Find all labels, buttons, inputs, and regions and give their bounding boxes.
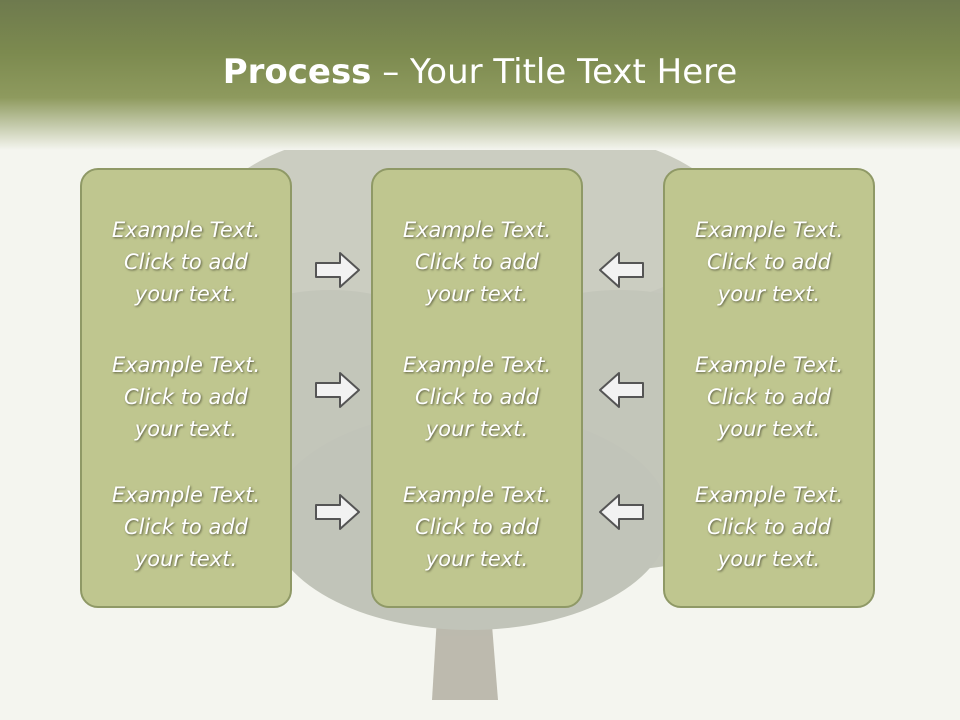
text-line: Example Text. <box>402 483 552 507</box>
title-rest: – Your Title Text Here <box>371 52 738 92</box>
text-block[interactable]: Example Text. Click to add your text. <box>82 349 290 445</box>
text-line: Example Text. <box>111 353 261 377</box>
text-block[interactable]: Example Text. Click to add your text. <box>373 479 581 575</box>
text-line: your text. <box>134 417 238 441</box>
text-line: your text. <box>134 282 238 306</box>
text-line: your text. <box>425 417 529 441</box>
text-line: Example Text. <box>402 218 552 242</box>
text-line: Example Text. <box>694 218 844 242</box>
text-line: your text. <box>425 547 529 571</box>
arrow-right-icon <box>315 252 360 288</box>
text-block[interactable]: Example Text. Click to add your text. <box>665 349 873 445</box>
text-panel-left[interactable]: Example Text. Click to add your text. Ex… <box>80 168 292 608</box>
text-panel-center[interactable]: Example Text. Click to add your text. Ex… <box>371 168 583 608</box>
arrow-right-icon <box>315 372 360 408</box>
text-block[interactable]: Example Text. Click to add your text. <box>665 479 873 575</box>
text-panel-right[interactable]: Example Text. Click to add your text. Ex… <box>663 168 875 608</box>
text-line: Click to add <box>706 250 831 274</box>
text-line: Example Text. <box>694 483 844 507</box>
text-line: Example Text. <box>694 353 844 377</box>
text-line: Example Text. <box>111 218 261 242</box>
title-bar <box>0 0 960 150</box>
arrow-left-icon <box>599 252 644 288</box>
text-line: your text. <box>134 547 238 571</box>
text-block[interactable]: Example Text. Click to add your text. <box>373 349 581 445</box>
text-line: Click to add <box>414 515 539 539</box>
text-line: your text. <box>717 417 821 441</box>
text-block[interactable]: Example Text. Click to add your text. <box>82 479 290 575</box>
text-line: Click to add <box>706 515 831 539</box>
arrow-left-icon <box>599 372 644 408</box>
text-line: Click to add <box>706 385 831 409</box>
text-line: your text. <box>717 547 821 571</box>
text-line: Click to add <box>414 385 539 409</box>
text-line: Click to add <box>123 385 248 409</box>
slide-title[interactable]: Process – Your Title Text Here <box>0 52 960 92</box>
arrow-right-icon <box>315 494 360 530</box>
text-line: Example Text. <box>402 353 552 377</box>
text-line: Click to add <box>414 250 539 274</box>
text-block[interactable]: Example Text. Click to add your text. <box>82 214 290 310</box>
text-line: your text. <box>717 282 821 306</box>
text-line: your text. <box>425 282 529 306</box>
text-line: Click to add <box>123 250 248 274</box>
text-block[interactable]: Example Text. Click to add your text. <box>373 214 581 310</box>
text-block[interactable]: Example Text. Click to add your text. <box>665 214 873 310</box>
text-line: Example Text. <box>111 483 261 507</box>
text-line: Click to add <box>123 515 248 539</box>
title-bold: Process <box>222 52 372 92</box>
arrow-left-icon <box>599 494 644 530</box>
